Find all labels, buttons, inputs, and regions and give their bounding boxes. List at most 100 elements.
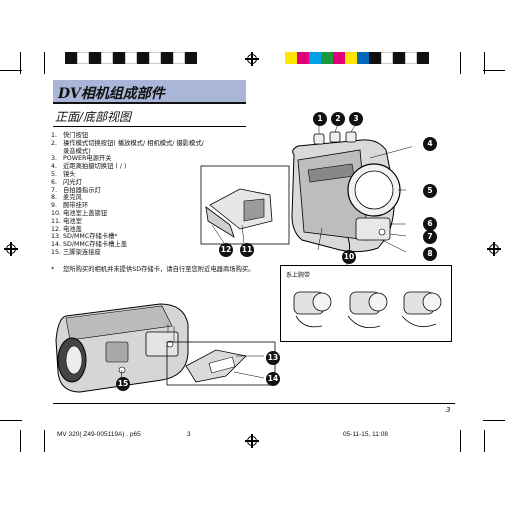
parts-list-label: 麦克风 bbox=[63, 194, 82, 202]
callout-7: 7 bbox=[423, 230, 437, 244]
parts-list-item: 录音模式) bbox=[51, 148, 256, 156]
crop-mark bbox=[460, 52, 461, 74]
calibration-swatch bbox=[393, 52, 405, 64]
parts-list-number: 5. bbox=[51, 170, 58, 178]
calibration-swatch bbox=[89, 52, 101, 64]
calibration-swatch bbox=[149, 52, 161, 64]
parts-list-item: 11.电池室 bbox=[51, 218, 256, 226]
section-title: DV相机组成部件 bbox=[58, 86, 165, 102]
registration-mark-top bbox=[245, 52, 259, 66]
parts-list-number: 13. bbox=[51, 233, 62, 241]
sd-card-slot-illustration bbox=[166, 326, 276, 386]
crop-mark bbox=[483, 420, 505, 421]
parts-list-label: 录音模式) bbox=[63, 147, 91, 155]
callout-12: 12 bbox=[219, 243, 233, 257]
calibration-swatch bbox=[101, 52, 113, 64]
page-subtitle: 正面/底部视图 bbox=[55, 110, 132, 124]
parts-list-item: 13.SD/MMC存储卡槽* bbox=[51, 233, 256, 241]
parts-list-item: 12.电池盖 bbox=[51, 226, 256, 234]
parts-list-label: SD/MMC存储卡槽* bbox=[63, 233, 118, 241]
calibration-swatch bbox=[297, 52, 309, 64]
crop-mark bbox=[44, 430, 45, 452]
crop-mark bbox=[484, 52, 485, 74]
parts-list-number: 11. bbox=[51, 217, 62, 225]
calibration-swatch bbox=[137, 52, 149, 64]
parts-list-label: 腕带挂环 bbox=[63, 202, 89, 210]
callout-8: 8 bbox=[423, 247, 437, 261]
calibration-swatch bbox=[381, 52, 393, 64]
footnote-text: 您所购买的相机并未提供SD存储卡，请自行至您附近电器商场购买。 bbox=[63, 266, 255, 273]
parts-list-number: 14. bbox=[51, 241, 62, 249]
crop-mark bbox=[460, 430, 461, 452]
crop-mark bbox=[20, 430, 21, 452]
parts-list-number: 10. bbox=[51, 209, 62, 217]
callout-6: 6 bbox=[423, 217, 437, 231]
parts-list-label: SD/MMC存储卡槽上盖 bbox=[63, 241, 128, 249]
crop-mark bbox=[0, 420, 22, 421]
footnote: * 您所购买的相机并未提供SD存储卡，请自行至您附近电器商场购买。 bbox=[51, 266, 261, 274]
calibration-swatch bbox=[369, 52, 381, 64]
strap-attach-illustration bbox=[293, 291, 442, 329]
calibration-swatch bbox=[345, 52, 357, 64]
parts-list-item: 10.电池室上盖锁钮 bbox=[51, 210, 256, 218]
battery-compartment-illustration bbox=[200, 165, 290, 245]
calibration-swatch bbox=[417, 52, 429, 64]
calibration-swatch bbox=[125, 52, 137, 64]
parts-list-number: 7. bbox=[51, 186, 58, 194]
parts-list-item: 9.腕带挂环 bbox=[51, 202, 256, 210]
parts-list-label: POWER电源开关 bbox=[63, 155, 112, 163]
parts-list: 1. 快门按钮 2. 操作模式切换按钮( 播放模式/ 相机模式/ 摄影模式/ 录音模式… bbox=[51, 132, 256, 257]
footnote-symbol: * bbox=[51, 266, 55, 273]
parts-list-number: 12. bbox=[51, 225, 62, 233]
parts-list-item: 7.自拍器指示灯 bbox=[51, 187, 256, 195]
callout-2: 2 bbox=[331, 112, 345, 126]
crop-mark bbox=[483, 70, 505, 71]
crop-mark bbox=[44, 52, 45, 74]
parts-list-item: 5. 镜头 bbox=[51, 171, 256, 179]
parts-list-label: 镜头 bbox=[63, 170, 76, 178]
calibration-swatch bbox=[185, 52, 197, 64]
parts-list-label: 闪光灯 bbox=[63, 178, 82, 186]
parts-list-number: 6. bbox=[51, 178, 58, 186]
crop-mark bbox=[20, 52, 21, 74]
registration-mark-left bbox=[4, 242, 18, 256]
calibration-swatch bbox=[65, 52, 77, 64]
crop-mark bbox=[484, 430, 485, 452]
parts-list-item: 14.SD/MMC存储卡槽上盖 bbox=[51, 241, 256, 249]
calibration-swatch bbox=[161, 52, 173, 64]
parts-list-number: 8. bbox=[51, 194, 58, 202]
callout-13: 13 bbox=[266, 351, 280, 365]
parts-list-label: 三脚架连接座 bbox=[63, 248, 101, 256]
registration-mark-right bbox=[487, 242, 501, 256]
footer-page: 3 bbox=[187, 431, 191, 438]
calibration-swatch bbox=[173, 52, 185, 64]
parts-list-label: 近距离拍摄切换钮 ( / ) bbox=[63, 163, 127, 171]
parts-list-item: 3.POWER电源开关 bbox=[51, 155, 256, 163]
footer-filename: MV 320( Z49-005119A) . p65 bbox=[57, 431, 141, 438]
callout-4: 4 bbox=[423, 137, 437, 151]
strap-attach-label: 系上腕带 bbox=[286, 272, 311, 279]
calibration-swatch bbox=[77, 52, 89, 64]
callout-10: 10 bbox=[342, 250, 356, 264]
parts-list-label: 快门按钮 bbox=[63, 132, 89, 139]
callout-15: 15 bbox=[116, 377, 130, 391]
camera-bottom-illustration bbox=[55, 303, 189, 393]
calibration-swatch bbox=[285, 52, 297, 64]
parts-list-label: 操作模式切换按钮( 播放模式/ 相机模式/ 摄影模式/ bbox=[63, 139, 204, 147]
callout-1: 1 bbox=[313, 112, 327, 126]
crop-mark bbox=[0, 70, 22, 71]
parts-list-number: 2. bbox=[51, 139, 58, 147]
parts-list-label: 电池室上盖锁钮 bbox=[63, 209, 108, 217]
callout-14: 14 bbox=[266, 372, 280, 386]
parts-list-number: 4. bbox=[51, 163, 58, 171]
bottom-rule bbox=[53, 403, 455, 404]
calibration-swatch bbox=[333, 52, 345, 64]
parts-list-label: 电池盖 bbox=[63, 225, 82, 233]
parts-list-item: 1. 快门按钮 bbox=[51, 132, 256, 140]
parts-list-number: 1. bbox=[51, 132, 58, 139]
calibration-swatch bbox=[113, 52, 125, 64]
callout-5: 5 bbox=[423, 184, 437, 198]
subtitle-rule bbox=[53, 126, 246, 127]
calibration-swatch bbox=[357, 52, 369, 64]
calibration-swatch bbox=[321, 52, 333, 64]
